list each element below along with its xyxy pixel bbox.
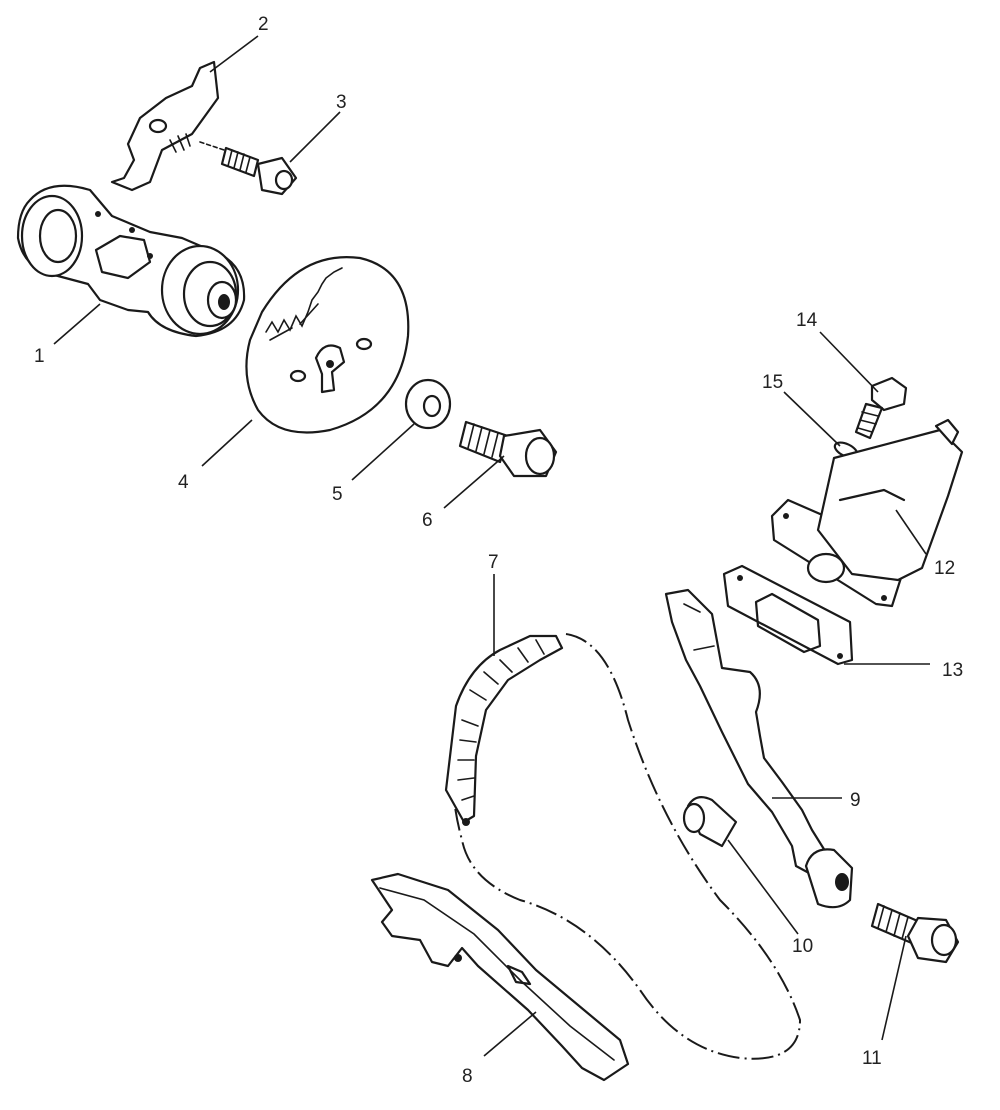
- leader-5: [351, 423, 415, 481]
- callout-2: 2: [258, 14, 269, 35]
- leader-2: [209, 35, 259, 73]
- callout-7: 7: [488, 552, 499, 573]
- leader-3: [289, 111, 341, 163]
- callout-15: 15: [762, 372, 783, 393]
- callout-6: 6: [422, 510, 433, 531]
- leader-8: [483, 1011, 537, 1057]
- part-5-washer: [404, 378, 452, 430]
- part-13-gasket: [722, 564, 854, 666]
- part-7-cam-chain: [444, 633, 802, 1060]
- leader-14: [819, 331, 879, 393]
- part-8-chain-guide: [370, 872, 630, 1082]
- leader-10: [727, 839, 799, 935]
- leader-4: [201, 419, 253, 467]
- part-10-spacer-collar: [682, 795, 738, 848]
- part-3-cap-bolt: [199, 141, 298, 196]
- callout-10: 10: [792, 936, 813, 957]
- callout-5: 5: [332, 484, 343, 505]
- callout-13: 13: [942, 660, 963, 681]
- leader-12: [895, 509, 927, 555]
- leader-6: [443, 455, 505, 509]
- part-1-camshaft: [16, 184, 246, 338]
- callout-1: 1: [34, 346, 45, 367]
- part-14-tensioner-bolt: [854, 376, 908, 440]
- callout-14: 14: [796, 310, 818, 331]
- callout-4: 4: [178, 472, 189, 493]
- part-4-cam-sprocket: [245, 256, 410, 434]
- callout-3: 3: [336, 92, 347, 113]
- part-2-decompressor-bracket: [110, 60, 220, 192]
- part-11-guide-bolt: [870, 902, 960, 964]
- callout-8: 8: [462, 1066, 473, 1087]
- leader-11: [881, 935, 907, 1041]
- part-12-chain-tensioner: [770, 418, 964, 608]
- callout-labels: 2 3 1 4 5 6 7 8 9 10 11 12 13 14 15: [34, 14, 963, 1087]
- part-9-tensioner-guide: [664, 588, 854, 909]
- callout-11: 11: [862, 1048, 882, 1069]
- callout-12: 12: [934, 558, 955, 579]
- leader-1: [53, 303, 101, 345]
- part-6-sprocket-bolt: [458, 420, 558, 478]
- leader-15: [783, 391, 841, 447]
- callout-9: 9: [850, 790, 861, 811]
- leader-lines: [53, 35, 930, 1057]
